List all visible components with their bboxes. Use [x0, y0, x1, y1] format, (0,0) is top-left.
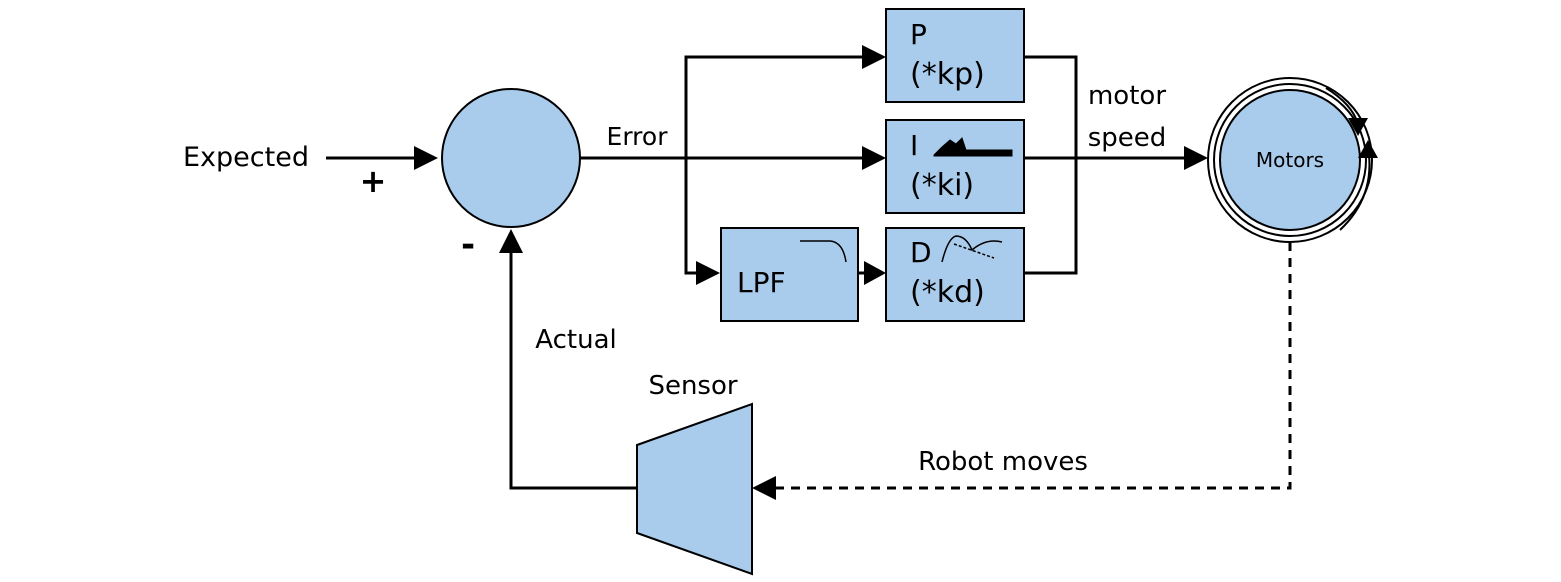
plus-sign: +: [360, 162, 387, 200]
sensor-label: Sensor: [648, 371, 737, 401]
robot-moves-arrowhead: [752, 476, 776, 500]
p-input-arrowhead: [862, 45, 886, 69]
d-gain: (*kd): [910, 275, 985, 310]
expected-arrowhead: [414, 146, 438, 170]
motors-middle-ring: [1213, 83, 1367, 237]
summing-junction: [441, 88, 581, 228]
motor-speed-arrowhead: [1184, 146, 1208, 170]
robot-moves-label: Robot moves: [918, 447, 1088, 477]
i-gain: (*ki): [910, 168, 974, 203]
p-block: [885, 8, 1025, 103]
d-letter: D: [910, 236, 932, 269]
integral-area-icon: [933, 137, 1013, 157]
p-input-line: [684, 55, 866, 158]
robot-moves-line: [774, 242, 1292, 490]
actual-feedback-arrowhead: [499, 229, 523, 253]
motor-label: motor: [1088, 81, 1166, 111]
rotation-arrows-icon: [1325, 87, 1378, 231]
d-output-line: [1024, 158, 1078, 275]
speed-label: speed: [1088, 123, 1167, 153]
lpf-input-arrowhead: [696, 261, 720, 285]
p-letter: P: [910, 18, 927, 51]
derivative-curve-icon: [941, 235, 1003, 263]
lpf-block: [720, 227, 859, 322]
actual-label: Actual: [535, 325, 616, 355]
motors-label: Motors: [1256, 148, 1324, 172]
lpf-input-line: [684, 158, 700, 275]
p-gain: (*kp): [910, 57, 985, 92]
i-letter: I: [910, 129, 918, 162]
minus-sign: -: [461, 225, 475, 265]
d-input-arrowhead: [864, 261, 886, 285]
p-output-line: [1024, 55, 1078, 158]
error-label: Error: [607, 122, 669, 151]
lpf-label: LPF: [737, 266, 786, 299]
actual-feedback-line: [509, 252, 637, 490]
i-block: [885, 119, 1025, 214]
lowpass-curve-icon: [800, 240, 847, 263]
sensor-block: [636, 402, 753, 576]
d-block: [885, 227, 1025, 322]
i-input-arrowhead: [862, 146, 886, 170]
expected-label: Expected: [183, 142, 309, 173]
motors-block: [1219, 89, 1361, 231]
